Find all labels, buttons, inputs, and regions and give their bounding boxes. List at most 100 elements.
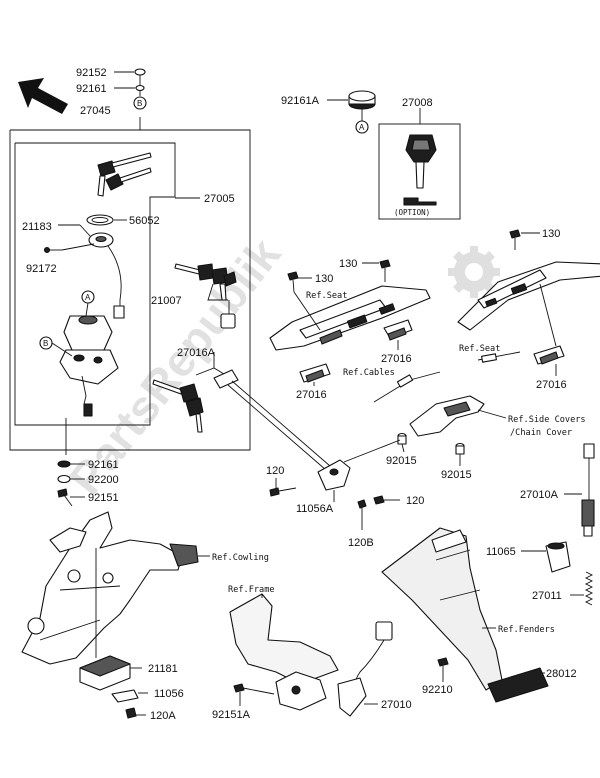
label-28012: 28012	[546, 668, 577, 680]
callout-b-top	[133, 96, 147, 110]
ref-cables: Ref.Cables	[343, 368, 395, 378]
bolt-92151	[57, 488, 73, 507]
key-pair-27005	[97, 152, 152, 197]
clip-27016-right	[533, 345, 565, 365]
screw-92172	[43, 243, 95, 254]
seat-lock-rod	[213, 369, 331, 471]
seat-cable	[373, 351, 521, 403]
bolt-120B	[357, 499, 367, 530]
assembly-27005-box	[14, 142, 176, 426]
label-120A: 120A	[150, 710, 176, 722]
label-21183: 21183	[22, 221, 52, 233]
reflector-28012	[487, 667, 549, 703]
label-11065: 11065	[486, 546, 516, 558]
callout-a-top	[355, 120, 369, 134]
assembly-27045-box	[9, 129, 251, 451]
label-27016-right: 27016	[536, 379, 567, 391]
ring-56052	[86, 214, 114, 226]
rear-fender	[381, 527, 503, 691]
label-130-left: 130	[315, 273, 333, 285]
seat-hook-bracket-left	[269, 285, 431, 351]
stay-11056	[111, 689, 139, 703]
collar-92015-right	[455, 442, 465, 455]
gear-icon	[448, 246, 500, 298]
module-21181	[79, 655, 131, 691]
key-pair-27016A	[152, 379, 204, 433]
label-92015-right: 92015	[441, 469, 472, 481]
clip-27016-center	[383, 319, 413, 341]
bolt-130-mid	[379, 259, 391, 282]
ref-chain-cover: /Chain Cover	[510, 428, 572, 438]
label-11056: 11056	[154, 688, 184, 700]
lock-body-11056A	[317, 439, 401, 491]
label-27016-left: 27016	[296, 389, 327, 401]
label-21007: 21007	[151, 295, 182, 307]
callout-a-top-letter: A	[359, 123, 365, 132]
label-130-right: 130	[542, 228, 560, 240]
label-27008: 27008	[402, 97, 433, 109]
arrow-icon	[18, 78, 68, 114]
label-27011: 27011	[532, 590, 562, 602]
label-27010: 27010	[381, 699, 412, 711]
label-92151A: 92151A	[212, 709, 251, 721]
label-21181: 21181	[148, 663, 178, 675]
label-27005: 27005	[204, 193, 235, 205]
bolt-120-left	[269, 487, 297, 497]
label-27016A: 27016A	[177, 347, 216, 359]
label-120-left: 120	[266, 465, 284, 477]
switch-27010A	[581, 443, 595, 537]
option-label: (OPTION)	[394, 208, 430, 217]
part-labels: 92152 92161 27045 27005 21183 56052 9217…	[22, 67, 577, 722]
nut-92210	[437, 657, 449, 682]
label-92161-mid: 92161	[88, 459, 119, 471]
ref-side-covers: Ref.Side Covers	[508, 415, 586, 425]
label-27045: 27045	[80, 105, 111, 117]
label-56052: 56052	[129, 215, 160, 227]
option-key-box	[378, 123, 461, 220]
ignition-switch-body	[59, 315, 119, 417]
label-92200: 92200	[88, 474, 119, 486]
label-92161-top: 92161	[76, 83, 107, 95]
label-27010A: 27010A	[520, 489, 559, 501]
bolt-130-left	[287, 271, 299, 293]
keycap-21007	[220, 313, 236, 329]
washer-92152	[134, 68, 146, 76]
washer-92161-mid	[57, 460, 71, 468]
callout-b-top-letter: B	[137, 99, 142, 108]
bolt-92151A	[233, 683, 275, 695]
label-92172: 92172	[26, 263, 57, 275]
label-130-mid: 130	[339, 258, 357, 270]
reference-labels: Ref.Seat Ref.Seat Ref.Cables Ref.Side Co…	[212, 291, 586, 635]
coil-21183	[88, 232, 125, 319]
label-92151: 92151	[88, 492, 119, 504]
ref-frame: Ref.Frame	[228, 585, 275, 595]
ref-cowling: Ref.Cowling	[212, 553, 269, 563]
switch-bracket	[275, 671, 327, 711]
label-11056A: 11056A	[296, 503, 334, 515]
label-120B: 120B	[348, 537, 374, 549]
key-pair-21007	[174, 263, 237, 301]
cap-92161A	[348, 90, 376, 110]
bolt-120A	[125, 707, 137, 719]
holder-11065	[545, 541, 571, 573]
ref-fenders: Ref.Fenders	[498, 625, 555, 635]
label-92161A: 92161A	[281, 95, 320, 107]
label-92015-left: 92015	[386, 455, 417, 467]
label-92152: 92152	[76, 67, 107, 79]
washer-92161-top	[135, 84, 145, 92]
cowling-bracket	[21, 511, 199, 665]
spring-27011	[584, 571, 594, 606]
ref-seat-right: Ref.Seat	[459, 344, 500, 354]
label-120-right: 120	[406, 495, 424, 507]
label-92210: 92210	[422, 684, 453, 696]
latch-bracket	[409, 395, 485, 437]
watermark: PartsRepublik	[59, 228, 500, 504]
switch-27010	[337, 621, 393, 717]
option-key-27008	[403, 134, 437, 206]
bolt-130-right	[509, 229, 521, 250]
label-27016-center: 27016	[381, 353, 412, 365]
bolt-120-right	[373, 495, 400, 505]
frame-section	[229, 593, 339, 685]
